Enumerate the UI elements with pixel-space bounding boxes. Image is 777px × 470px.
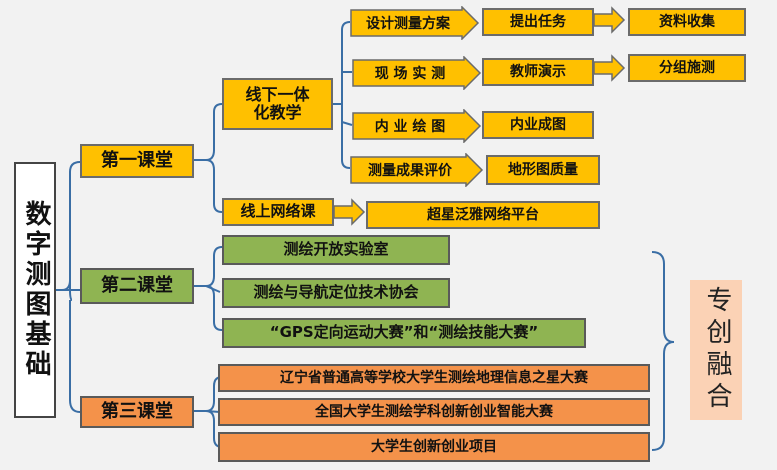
class3-node: 第三课堂 — [80, 396, 194, 428]
online-platform-node: 超星泛雅网络平台 — [366, 201, 600, 229]
stage-office-drawing: 内 业 绘 图 — [352, 109, 482, 143]
result-data-collection: 资料收集 — [628, 8, 746, 36]
task-raise: 提出任务 — [482, 8, 594, 36]
result-group-survey: 分组施测 — [628, 54, 746, 82]
class2-item-lab: 测绘开放实验室 — [222, 235, 450, 265]
class2-item-competitions: “GPS定向运动大赛”和“测绘技能大赛” — [222, 318, 586, 348]
stage-field-survey: 现 场 实 测 — [352, 56, 482, 90]
integration-tag: 专创融合 — [690, 280, 742, 420]
class3-item-national-contest: 全国大学生测绘学科创新创业智能大赛 — [218, 398, 650, 426]
class2-node: 第二课堂 — [80, 268, 194, 304]
root-node: 数字测图基础 — [14, 162, 56, 418]
task-map-quality: 地形图质量 — [486, 155, 600, 185]
task-demo: 教师演示 — [482, 58, 594, 86]
online-course-node: 线上网络课 — [222, 198, 334, 226]
class3-item-innovation-project: 大学生创新创业项目 — [218, 432, 650, 462]
class2-item-association: 测绘与导航定位技术协会 — [222, 278, 450, 308]
class3-item-liaoning-contest: 辽宁省普通高等学校大学生测绘地理信息之星大赛 — [218, 364, 650, 392]
stage-evaluation: 测量成果评价 — [350, 153, 484, 187]
stage-design-plan: 设计测量方案 — [350, 6, 480, 40]
offline-teaching-node: 线下一体化教学 — [222, 78, 333, 130]
class1-node: 第一课堂 — [80, 144, 194, 178]
task-office-map: 内业成图 — [482, 111, 594, 139]
